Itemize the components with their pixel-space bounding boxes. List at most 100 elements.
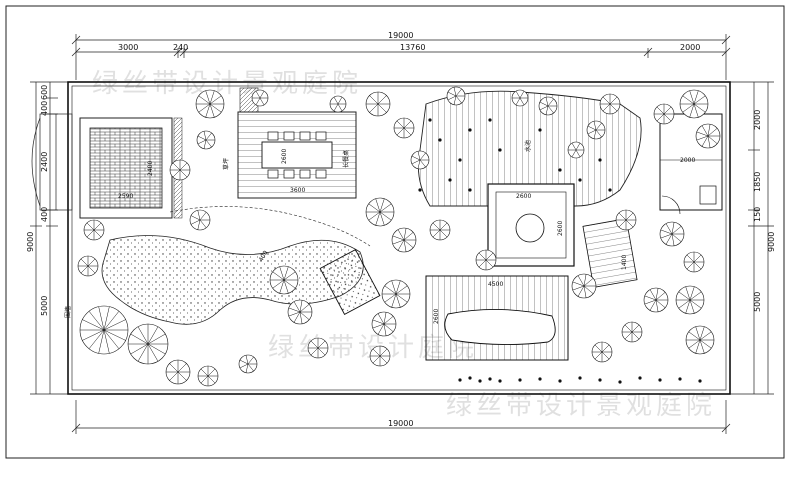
shrub-symbol xyxy=(79,305,129,355)
shrub-symbol xyxy=(287,299,313,325)
lawn-label: 草坪 xyxy=(222,158,230,170)
shrub-symbol xyxy=(169,159,191,181)
dimension-right xyxy=(730,81,774,395)
groundcover-symbol xyxy=(608,188,612,192)
shrub-symbol xyxy=(511,89,529,107)
dim-right-seg-4: 5000 xyxy=(753,292,762,312)
shrub-symbol xyxy=(127,323,169,365)
dim-top-seg-2: 240 xyxy=(173,43,188,52)
shrub-symbol xyxy=(238,354,258,374)
stepping-path xyxy=(169,206,371,247)
pavilion-inner xyxy=(495,191,567,259)
groundcover-symbol xyxy=(558,168,562,172)
groundcover-symbol xyxy=(458,158,462,162)
shrub-symbol xyxy=(196,130,216,150)
shrub-symbol xyxy=(77,255,99,277)
brick-terrace xyxy=(89,127,163,209)
shrub-symbol xyxy=(195,89,225,119)
shrub-symbol xyxy=(410,150,430,170)
shrub-symbol xyxy=(695,123,721,149)
shrub-symbol xyxy=(197,365,219,387)
shrub-symbol xyxy=(571,273,597,299)
watermark-bottom: 绿丝带设计景观庭院 xyxy=(446,391,716,421)
shrub-symbol xyxy=(659,221,685,247)
dim-bottom-total: 19000 xyxy=(388,419,413,428)
groundcover-symbol xyxy=(578,178,582,182)
terrace-height-label: 2400 xyxy=(147,161,154,176)
shrub-symbol xyxy=(653,103,675,125)
groundcover-symbol xyxy=(438,138,442,142)
groundcover-symbol xyxy=(538,377,542,381)
deck-height-label: 2600 xyxy=(433,309,440,324)
dining-height-label: 2600 xyxy=(281,149,288,164)
shrub-symbol xyxy=(369,345,391,367)
groundcover-symbol xyxy=(598,158,602,162)
dining-width-label: 3600 xyxy=(290,187,305,194)
groundcover-symbol xyxy=(498,379,502,383)
groundcover-symbol xyxy=(598,378,602,382)
dim-right-seg-3: 150 xyxy=(753,207,762,222)
dimension-top xyxy=(71,34,731,80)
shrub-symbol xyxy=(538,96,558,116)
groundcover-symbol xyxy=(658,378,662,382)
shrub-symbol xyxy=(391,227,417,253)
shrub-symbol xyxy=(189,209,211,231)
groundcover-symbol xyxy=(488,377,492,381)
shrub-symbol xyxy=(371,311,397,337)
watermark-top: 绿丝带设计景观庭院 xyxy=(92,69,362,99)
dim-right-seg-1: 2000 xyxy=(753,110,762,130)
shrub-symbol xyxy=(429,219,451,241)
deck-width-label: 4500 xyxy=(488,281,503,288)
pavilion-height-label: 2600 xyxy=(557,221,564,236)
dining-table-label: 长餐桌 xyxy=(342,150,350,168)
shrub-symbol xyxy=(83,219,105,241)
terrace-width-label: 2590 xyxy=(118,193,133,200)
groundcover-symbol xyxy=(468,376,472,380)
groundcover-symbol xyxy=(578,376,582,380)
site-boundary-inner xyxy=(71,85,727,391)
dim-left-seg-2: 400 xyxy=(40,101,49,116)
groundcover-symbol xyxy=(488,118,492,122)
site-boundary xyxy=(67,81,731,395)
shrub-symbol xyxy=(251,89,269,107)
pavilion-table xyxy=(515,213,545,243)
dim-top-total: 19000 xyxy=(388,31,413,40)
shrub-symbol xyxy=(591,341,613,363)
wall-label: 围墙 xyxy=(64,306,72,318)
groundcover-symbol xyxy=(498,148,502,152)
groundcover-symbol xyxy=(448,178,452,182)
groundcover-symbol xyxy=(458,378,462,382)
groundcover-symbol xyxy=(698,379,702,383)
groundcover-symbol xyxy=(618,380,622,384)
dim-top-seg-3: 13760 xyxy=(400,43,425,52)
shrub-symbol xyxy=(329,95,347,113)
groundcover-symbol xyxy=(468,128,472,132)
dim-left-seg-3: 2400 xyxy=(40,152,49,172)
groundcover-symbol xyxy=(558,379,562,383)
path-label: 400 xyxy=(258,249,270,263)
shrub-symbol xyxy=(381,279,411,309)
groundcover-symbol xyxy=(518,378,522,382)
shrub-symbol xyxy=(475,249,497,271)
stair-label: 1400 xyxy=(621,255,628,270)
shrub-symbol xyxy=(307,337,329,359)
dim-left-seg-4: 400 xyxy=(40,207,49,222)
shrub-symbol xyxy=(393,117,415,139)
dim-left-seg-1: 600 xyxy=(40,85,49,100)
shrub-symbol xyxy=(599,93,621,115)
shrub-symbol xyxy=(683,251,705,273)
shrub-symbol xyxy=(621,321,643,343)
dim-top-seg-1: 3000 xyxy=(118,43,138,52)
shrub-symbol xyxy=(365,91,391,117)
small-room-label: 2000 xyxy=(680,157,695,164)
utility-room-door xyxy=(661,195,681,215)
shrub-symbol xyxy=(615,209,637,231)
groundcover-symbol xyxy=(468,188,472,192)
sheet-border xyxy=(5,5,785,459)
dim-left-seg-5: 5000 xyxy=(40,296,49,316)
groundcover-symbol xyxy=(638,376,642,380)
dim-top-seg-4: 2000 xyxy=(680,43,700,52)
groundcover-symbol xyxy=(538,128,542,132)
pond-label: 水池 xyxy=(524,140,532,152)
